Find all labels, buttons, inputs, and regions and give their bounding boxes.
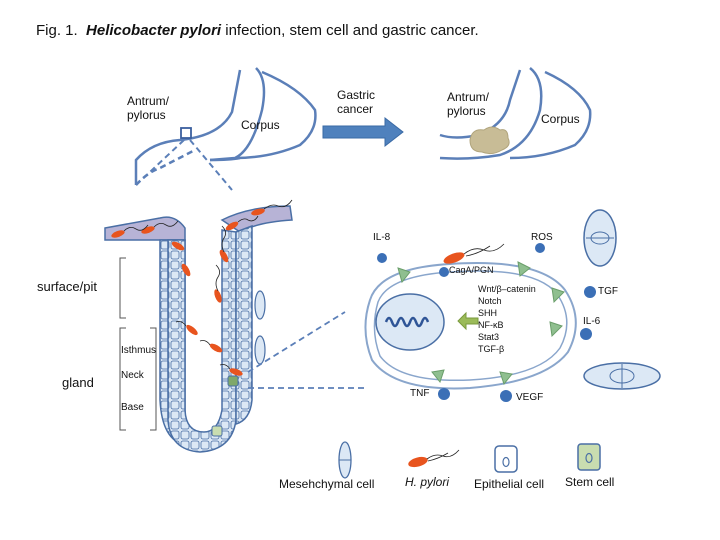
isthmus-label: Isthmus bbox=[121, 345, 157, 356]
mesenchymal-cell-2 bbox=[254, 335, 266, 365]
tnf-label: TNF bbox=[410, 388, 430, 399]
base-label: Base bbox=[121, 402, 144, 413]
species-name: Helicobacter pylori bbox=[86, 22, 222, 39]
gland-label: gland bbox=[62, 375, 94, 390]
gland-u-shape bbox=[167, 229, 237, 453]
neck-label: Neck bbox=[121, 370, 144, 381]
pathway-stat3: Stat3 bbox=[478, 332, 500, 342]
legend-stem-icon bbox=[577, 443, 601, 471]
hpylori-cell-flagella bbox=[463, 243, 505, 257]
cytokine-molecules bbox=[377, 243, 596, 402]
biopsy-region-box bbox=[180, 127, 192, 139]
left-antrum-label: Antrum/ pylorus bbox=[127, 94, 170, 122]
legend-hpylori-icon bbox=[408, 449, 460, 468]
figure-number: Fig. 1. bbox=[36, 22, 78, 39]
gastric-cancer-label: Gastric cancer bbox=[337, 88, 376, 116]
il6-label: IL-6 bbox=[583, 316, 601, 327]
surface-pit-label: surface/pit bbox=[37, 279, 97, 294]
title-rest: infection, stem cell and gastric cancer. bbox=[225, 22, 479, 39]
legend-mesenchymal-icon bbox=[338, 441, 352, 479]
stem-cell-base bbox=[211, 425, 223, 437]
tgf-label: TGF bbox=[598, 286, 618, 297]
cell-membrane-inner bbox=[373, 270, 568, 382]
signal-arrow bbox=[457, 311, 479, 331]
pathway-notch: Notch bbox=[478, 296, 502, 306]
legend-epithelial-icon bbox=[494, 445, 518, 473]
hpylori-on-cell bbox=[443, 252, 465, 264]
tumor-mass bbox=[469, 126, 510, 155]
right-corpus-label: Corpus bbox=[541, 112, 580, 126]
gland-bracket bbox=[119, 327, 126, 431]
ros-label: ROS bbox=[531, 232, 553, 243]
figure-title: Fig. 1. Helicobacter pylori infection, s… bbox=[36, 22, 479, 39]
right-antrum-label: Antrum/ pylorus bbox=[447, 90, 490, 118]
gland-right-wall bbox=[235, 224, 253, 425]
gastric-cancer-arrow bbox=[322, 116, 404, 148]
membrane-receptors bbox=[397, 261, 565, 386]
legend-hpylori-label: H. pylori bbox=[405, 475, 450, 489]
stem-cell-neck bbox=[227, 375, 239, 387]
legend-stem-label: Stem cell bbox=[565, 475, 615, 489]
pathway-tgfb: TGF-β bbox=[478, 344, 505, 354]
hpylori-flagella bbox=[123, 199, 293, 370]
mesenchymal-cell-1 bbox=[254, 290, 266, 320]
pathway-wnt: Wnt/β–catenin bbox=[478, 284, 536, 294]
isthmus-bracket bbox=[150, 327, 157, 431]
vegf-label: VEGF bbox=[516, 392, 544, 403]
zoom-line-left bbox=[135, 139, 185, 186]
pathway-nfkb: NF-κB bbox=[478, 320, 504, 330]
legend-epithelial-label: Epithelial cell bbox=[474, 477, 545, 491]
zoom-line-right bbox=[189, 139, 233, 191]
left-corpus-label: Corpus bbox=[241, 118, 280, 132]
cell-zoom-line-top bbox=[247, 311, 346, 373]
stomach-left bbox=[134, 67, 317, 186]
legend-mesenchymal-label: Mesehchymal cell bbox=[279, 477, 375, 491]
pathway-shh: SHH bbox=[478, 308, 498, 318]
surface-bracket bbox=[119, 257, 126, 319]
caga-label: CagA/PGN bbox=[449, 265, 494, 275]
hpylori-on-gland bbox=[111, 208, 265, 376]
dna-coil bbox=[384, 316, 430, 328]
il8-label: IL-8 bbox=[373, 232, 391, 243]
